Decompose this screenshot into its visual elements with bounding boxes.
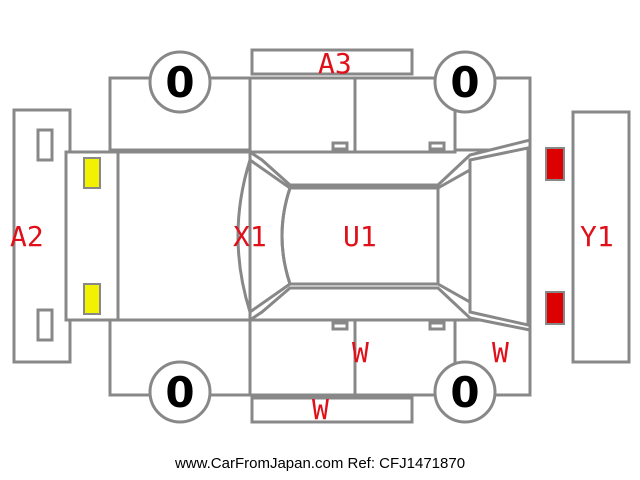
code-right-bumper: Y1 [580,220,614,253]
code-roof: U1 [343,220,377,253]
tire-front-left: 0 [148,50,212,114]
code-bottom-door: W [352,336,369,369]
rear-lamp-bottom [545,291,565,325]
tire-front-right: 0 [148,360,212,424]
code-hood: X1 [233,220,267,253]
footer-reference: www.CarFromJapan.com Ref: CFJ1471870 [174,455,466,472]
bottom-side [108,318,532,424]
code-bottom-rear-door: W [492,336,509,369]
front-lamp-bottom [83,283,101,315]
rear-lamp-top [545,147,565,181]
tire-front-left-label: 0 [165,58,194,107]
rear-bumper [571,110,631,364]
front-bumper [12,108,72,364]
car-top-view [64,138,532,332]
front-lamp-top [83,157,101,189]
tire-rear-right-label: 0 [450,368,479,417]
code-bottom-sill: W [312,393,329,426]
code-left-bumper: A2 [10,220,44,253]
tire-rear-left: 0 [433,50,497,114]
tire-front-right-label: 0 [165,368,194,417]
tire-rear-left-label: 0 [450,58,479,107]
tire-rear-right: 0 [433,360,497,424]
code-top-panel: A3 [318,47,352,80]
